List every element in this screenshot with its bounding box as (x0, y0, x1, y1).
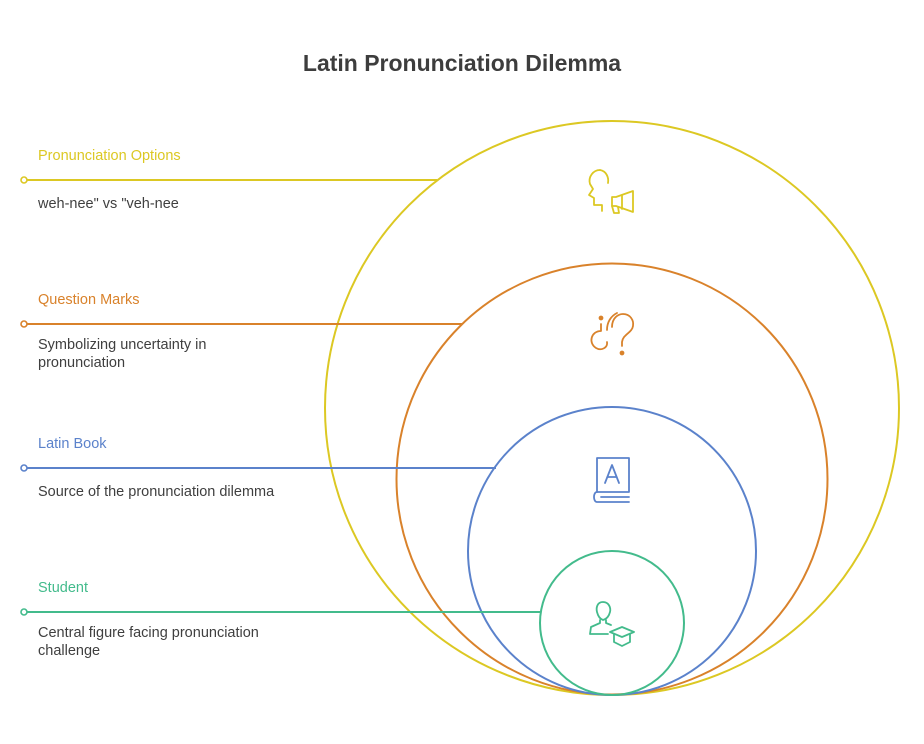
question-marks-icon (590, 312, 635, 356)
label-question-marks-title: Question Marks (38, 292, 140, 308)
connector-dot-question-marks (20, 320, 28, 328)
layer-student (20, 550, 685, 696)
book-icon (593, 457, 630, 503)
circle-student (539, 550, 685, 696)
label-question-marks-description: Symbolizing uncertainty in pronunciation (38, 337, 207, 371)
speaker-megaphone-icon (588, 169, 634, 214)
label-student-title: Student (38, 580, 88, 596)
connector-dot-pronunciation-options (20, 176, 28, 184)
student-icon (589, 601, 635, 647)
label-latin-book-description: Source of the pronunciation dilemma (38, 484, 275, 500)
connector-dot-student (20, 608, 28, 616)
label-latin-book-title: Latin Book (38, 436, 107, 452)
circle-question-marks (395, 262, 829, 696)
label-student-description: Central figure facing pronunciation chal… (38, 625, 259, 659)
label-pronunciation-options-description: weh-nee" vs "veh-nee (38, 196, 179, 212)
label-pronunciation-options-title: Pronunciation Options (38, 148, 181, 164)
connector-dot-latin-book (20, 464, 28, 472)
diagram-title: Latin Pronunciation Dilemma (302, 50, 622, 76)
